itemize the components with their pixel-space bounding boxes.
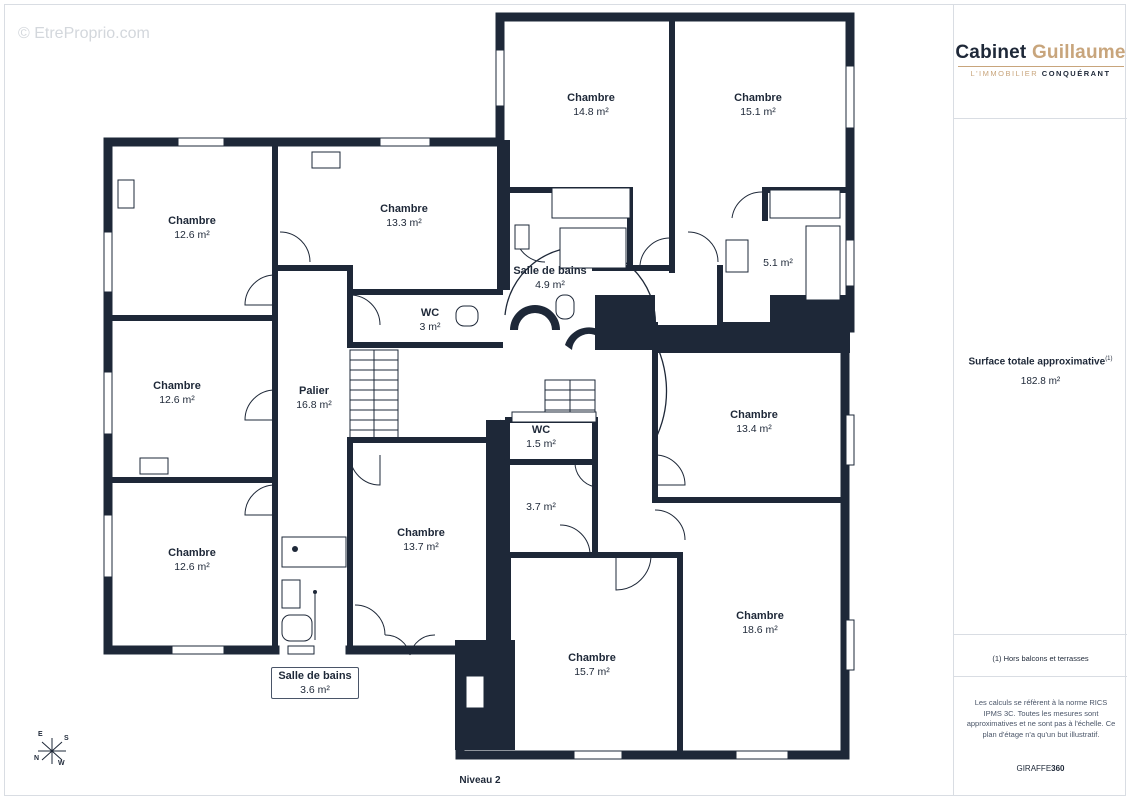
room-area: 15.7 m² (574, 666, 610, 678)
room-wc-2: WC 1.5 m² (512, 423, 570, 451)
footnote-note: (1) Hors balcons et terrasses (992, 654, 1089, 663)
room-bedroom-4: Chambre 13.3 m² (346, 202, 462, 230)
room-bedroom-2: Chambre 15.1 m² (700, 91, 816, 119)
disclaimer-text: Les calculs se réfèrent à la norme RICS … (966, 698, 1116, 739)
room-name: Chambre (168, 215, 216, 227)
footnote-marker: (1) (1105, 356, 1113, 362)
watermark: © EtreProprio.com (18, 25, 150, 42)
compass: E S N W (30, 730, 80, 775)
room-area: 3 m² (419, 321, 441, 333)
room-name: WC (420, 307, 440, 319)
room-area: 14.8 m² (573, 106, 609, 118)
room-bathroom-2: Salle de bains 3.6 m² (271, 667, 359, 699)
room-area: 16.8 m² (296, 399, 332, 411)
room-area: 13.4 m² (736, 423, 772, 435)
room-wc-1: WC 3 m² (400, 306, 460, 334)
compass-s: S (64, 735, 69, 742)
room-bedroom-3: Chambre 12.6 m² (134, 214, 250, 242)
room-closet-1: 5.1 m² (748, 256, 808, 270)
room-area: 3.6 m² (300, 684, 330, 696)
sidebar-divider (954, 676, 1127, 677)
room-name: Salle de bains (513, 265, 587, 277)
room-bedroom-1: Chambre 14.8 m² (533, 91, 649, 119)
room-name: Chambre (567, 92, 615, 104)
room-area: 4.9 m² (535, 279, 565, 291)
room-area: 12.6 m² (159, 394, 195, 406)
room-bathroom-1: Salle de bains 4.9 m² (505, 264, 595, 292)
compass-e: E (38, 731, 43, 738)
room-area: 12.6 m² (174, 561, 210, 573)
compass-rose-icon (38, 738, 66, 764)
room-bedroom-8: Chambre 12.6 m² (134, 546, 250, 574)
room-name: Palier (299, 385, 329, 397)
room-bedroom-9: Chambre 18.6 m² (702, 609, 818, 637)
room-name: Chambre (168, 547, 216, 559)
page-frame (4, 4, 1126, 796)
room-name: Chambre (397, 527, 445, 539)
room-area: 15.1 m² (740, 106, 776, 118)
room-bedroom-6: Chambre 13.4 m² (696, 408, 812, 436)
level-label: Niveau 2 (459, 775, 501, 786)
logo-name: Cabinet Guillaume (955, 42, 1126, 63)
room-closet-2: 3.7 m² (511, 500, 571, 514)
room-bedroom-5: Chambre 12.6 m² (119, 379, 235, 407)
logo-tagline: L'IMMOBILIER CONQUÉRANT (970, 69, 1111, 78)
room-area: 3.7 m² (526, 501, 556, 513)
company-logo: Cabinet Guillaume L'IMMOBILIER CONQUÉRAN… (954, 42, 1127, 78)
info-sidebar: Cabinet Guillaume L'IMMOBILIER CONQUÉRAN… (953, 4, 1127, 796)
room-area: 18.6 m² (742, 624, 778, 636)
room-name: Chambre (568, 652, 616, 664)
total-area-value: 182.8 m² (1020, 376, 1061, 387)
compass-n: N (34, 755, 40, 762)
logo-divider (957, 66, 1124, 67)
total-area-label: Surface totale approximative(1) (968, 356, 1113, 368)
room-name: Chambre (730, 409, 778, 421)
room-bedroom-7: Chambre 13.7 m² (363, 526, 479, 554)
room-name: Chambre (736, 610, 784, 622)
room-name: Salle de bains (278, 670, 352, 682)
room-name: Chambre (380, 203, 428, 215)
room-area: 13.7 m² (403, 541, 439, 553)
room-area: 5.1 m² (763, 257, 793, 269)
room-landing: Palier 16.8 m² (276, 384, 352, 412)
room-bedroom-10: Chambre 15.7 m² (534, 651, 650, 679)
floor-plan (103, 12, 855, 760)
room-area: 12.6 m² (174, 229, 210, 241)
room-name: Chambre (153, 380, 201, 392)
sidebar-divider (954, 118, 1127, 119)
sidebar-divider (954, 634, 1127, 635)
room-name: Chambre (734, 92, 782, 104)
compass-w: W (58, 760, 65, 767)
brand-label: GIRAFFE360 (1016, 764, 1065, 773)
room-area: 13.3 m² (386, 217, 422, 229)
room-area: 1.5 m² (526, 438, 556, 450)
room-name: WC (531, 424, 551, 436)
